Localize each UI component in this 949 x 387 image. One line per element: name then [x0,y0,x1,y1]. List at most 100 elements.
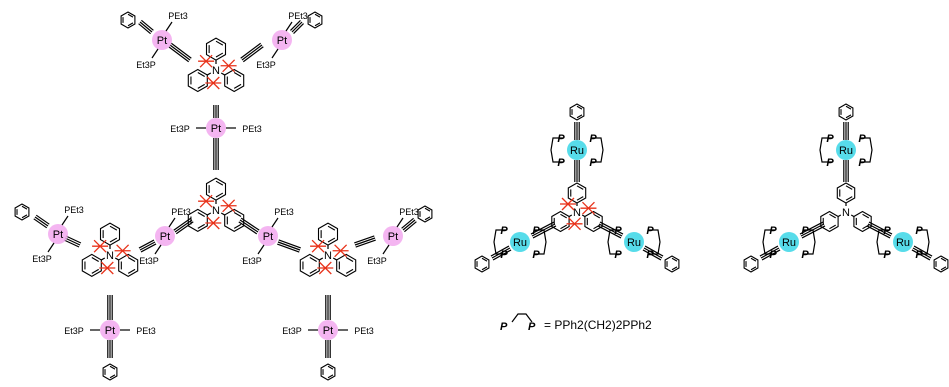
terminal-phenyl-ring [664,255,680,273]
phosphorus-label: P [532,225,540,237]
alkyne-bond [293,23,304,34]
alkyne-bond [139,241,156,251]
phosphorus-label: P [500,249,508,261]
pet3-label: PEt3 [171,207,191,217]
phosphorus-label: P [589,133,597,145]
bond-line [319,257,324,261]
ligand-legend: P P = PPh2(CH2)2PPh2 [500,313,652,333]
alkyne-bond [174,219,193,233]
amine-nitrogen-label: N [324,250,332,262]
pet3-label: PEt3 [242,124,262,134]
alkyne-bond [139,21,153,33]
platinum-highlight [155,226,175,246]
aryl-ring [853,210,872,233]
dppe-chelate [550,137,563,163]
aryl-ring [81,253,102,278]
amine-nitrogen-label: N [842,207,850,219]
et3p-label: Et3P [139,256,159,266]
alkyne-bond [911,249,931,261]
et3p-label: Et3P [170,124,190,134]
aryl-ring [224,208,245,233]
bond-line [382,244,390,255]
alkyne-bond [291,21,303,33]
ring-double-bond [309,268,317,274]
phosphorus-label: P [614,225,622,237]
bond-line [396,217,404,228]
alkyne-bond [138,239,155,249]
legend-equation: = PPh2(CH2)2PPh2 [544,318,652,332]
amine-nitrogen-label: N [212,205,220,217]
ring-double-bond [829,213,836,219]
ring-double-bond [109,365,116,370]
ring-double-bond [91,268,99,274]
dppe-bridge-icon [511,313,533,323]
alkyne-bond [241,44,263,61]
phosphorus-label: P [557,133,565,145]
phosphorus-label: P [826,157,834,169]
ring-double-bond [109,237,118,243]
dppe-chelate [876,229,889,255]
pet3-label: PEt3 [64,205,84,215]
ring-double-bond [845,185,853,190]
aryl-ring [299,253,320,278]
ruthenium-label: Ru [627,237,641,249]
ring-double-bond [829,224,836,230]
et3p-label: Et3P [136,60,156,70]
ring-double-bond [215,40,224,46]
phosphorus-label: P [858,157,866,169]
aryl-ring [118,253,139,278]
alkyne-bond [913,245,933,257]
bond-line [61,215,69,226]
tert-butyl-group [220,59,237,73]
ring-double-bond [345,257,354,262]
terminal-phenyl-ring [933,255,949,273]
dppe-chelate [607,229,620,255]
alkyne-bond [760,247,780,259]
phosphorus-label: P [769,249,777,261]
alkyne-bond [404,221,417,233]
ring-double-bond [481,257,488,262]
tert-butyl-group [580,201,597,215]
terminal-phenyl-ring [14,203,30,221]
aryl-ring [187,68,208,93]
alkyne-bond [138,23,151,35]
alkyne-bond [238,221,258,235]
tert-butyl-group [332,244,349,258]
ring-double-bond [327,374,334,379]
alkyne-bond [354,237,376,246]
alkyne-bond [868,221,893,235]
platinum-highlight [206,118,226,138]
amine-nitrogen-label: N [573,207,581,219]
ring-double-bond [233,212,242,217]
alkyne-bond [799,221,824,235]
alkyne-bond [168,46,190,63]
platinum-label: Pt [277,35,287,47]
alkyne-bond [401,217,414,229]
platinum-highlight [48,224,68,244]
alkyne-bond [175,221,194,235]
ruthenium-highlight [510,232,530,252]
ring-double-bond [345,268,354,274]
bond-line [207,212,212,216]
ring-double-bond [940,266,947,271]
aryl-ring [836,182,856,204]
bond-line [168,217,176,228]
terminal-phenyl-ring [102,363,118,381]
bond-line [47,242,55,253]
et3p-label: Et3P [367,256,387,266]
aryl-ring [205,37,227,61]
ring-double-bond [127,257,136,262]
ring-double-bond [197,223,205,229]
aryl-ring [584,210,603,233]
ruthenium-highlight [567,140,587,160]
platinum-label: Pt [53,229,63,241]
alkyne-bond [278,239,301,249]
ring-double-bond [215,52,224,58]
alkyne-bond [354,235,375,244]
alkyne-bond [63,239,80,248]
alkyne-bond [643,247,663,259]
phosphorus-label: P [883,249,891,261]
phosphorus-label: P [769,225,777,237]
ring-double-bond [327,237,336,243]
